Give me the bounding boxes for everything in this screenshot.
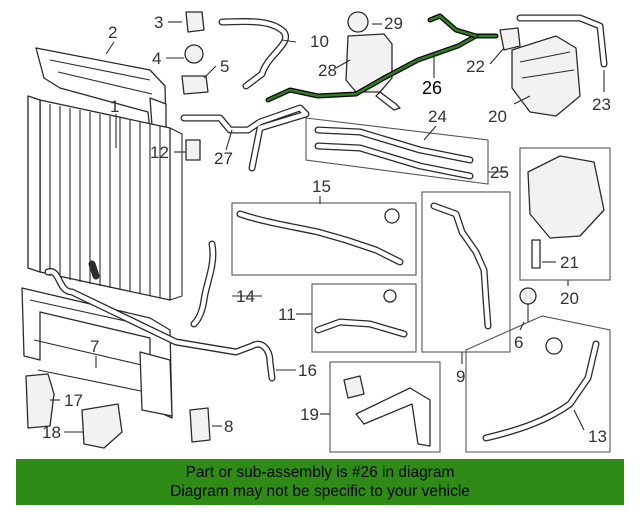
part-19-clip xyxy=(343,375,365,399)
callout-7: 7 xyxy=(90,337,99,356)
callout-10: 10 xyxy=(310,32,329,51)
info-banner: Part or sub-assembly is #26 in diagram D… xyxy=(16,459,624,505)
part-16-hose xyxy=(44,260,276,382)
part-5-mount xyxy=(181,75,209,95)
callout-29: 29 xyxy=(384,14,403,33)
callout-27: 27 xyxy=(214,149,233,168)
callout-22: 22 xyxy=(466,57,485,76)
part-12-sensor xyxy=(185,139,201,161)
part-27-pipe xyxy=(180,104,310,172)
callout-18: 18 xyxy=(42,423,61,442)
part-11-hose xyxy=(314,318,408,338)
box-20 xyxy=(519,147,611,281)
callout-6: 6 xyxy=(514,333,523,352)
part-1-radiator xyxy=(27,95,183,301)
callout-14: 14 xyxy=(236,287,255,306)
callout-2: 2 xyxy=(108,23,117,42)
callout-26: 26 xyxy=(422,78,442,98)
callout-11: 11 xyxy=(278,305,296,324)
part-17-bracket xyxy=(25,373,55,429)
box-13 xyxy=(465,315,611,453)
part-22-clip xyxy=(499,27,521,51)
box-15 xyxy=(231,202,417,276)
part-20-reservoir-top xyxy=(511,35,581,117)
part-23-hose xyxy=(516,14,608,68)
part-9-hose xyxy=(430,202,492,330)
callout-1: 1 xyxy=(110,97,119,116)
part-6-bolt xyxy=(519,287,537,322)
part-13-hose xyxy=(482,340,600,442)
callout-4: 4 xyxy=(152,49,161,68)
callout-21: 21 xyxy=(560,253,579,272)
part-21-sensor xyxy=(531,239,541,269)
part-4-cap xyxy=(184,44,204,64)
part-15-hose xyxy=(236,210,404,266)
part-13-clamp xyxy=(545,337,563,355)
callout-16: 16 xyxy=(298,361,317,380)
part-26-highlighted-line xyxy=(265,13,499,103)
part-19-bracket xyxy=(355,387,431,447)
part-15-clamp xyxy=(384,208,400,224)
callout-24: 24 xyxy=(428,107,447,126)
callout-28: 28 xyxy=(318,61,337,80)
callout-13: 13 xyxy=(588,427,607,446)
part-8-clip xyxy=(189,407,211,443)
part-11-clamp xyxy=(383,289,397,303)
callout-15: 15 xyxy=(312,177,331,196)
box-19 xyxy=(329,361,441,453)
callout-3: 3 xyxy=(154,13,163,32)
box-11 xyxy=(311,283,417,353)
part-24-hoses xyxy=(314,126,474,180)
part-20-reservoir xyxy=(527,155,605,239)
banner-line-2: Diagram may not be specific to your vehi… xyxy=(170,483,470,500)
box-24 xyxy=(305,117,489,185)
callout-19: 19 xyxy=(300,405,319,424)
part-10-hose xyxy=(218,17,290,90)
part-29-cap xyxy=(347,11,369,33)
callout-23: 23 xyxy=(592,95,611,114)
callout-5: 5 xyxy=(220,57,229,76)
callout-17: 17 xyxy=(64,391,83,410)
callout-20-top: 20 xyxy=(488,107,507,126)
part-18-bracket xyxy=(81,403,123,449)
part-3-clip xyxy=(185,11,205,33)
callout-20-right: 20 xyxy=(560,289,579,308)
callout-12: 12 xyxy=(150,143,169,162)
part-2-support-bracket xyxy=(35,47,167,133)
part-14-hose xyxy=(190,240,217,328)
banner-line-1: Part or sub-assembly is #26 in diagram xyxy=(185,464,455,481)
callout-8: 8 xyxy=(224,417,233,436)
callout-9: 9 xyxy=(456,367,465,386)
callout-25: 25 xyxy=(490,163,509,182)
box-9 xyxy=(421,191,511,353)
